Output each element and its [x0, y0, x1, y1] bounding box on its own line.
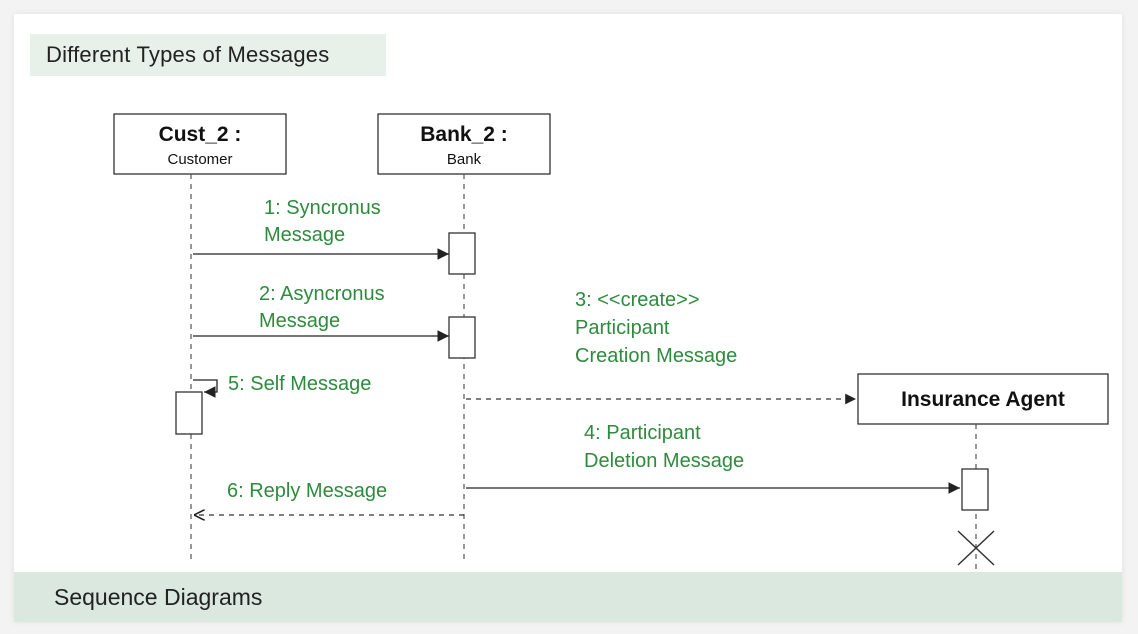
participant-agent-name: Insurance Agent — [901, 388, 1065, 411]
activation-agent — [961, 468, 989, 511]
message-4-label-line2: Deletion Message — [584, 450, 744, 472]
diagram-title-bar: Different Types of Messages — [30, 34, 386, 76]
sequence-diagram: Cust_2 : Customer Bank_2 : Bank Insuranc… — [113, 113, 1109, 572]
activation-customer-self — [175, 391, 203, 435]
message-4-label-line1: 4: Participant — [584, 422, 701, 444]
footer-bar: Sequence Diagrams — [14, 572, 1122, 622]
participant-customer: Cust_2 : Customer — [113, 113, 287, 175]
participant-bank: Bank_2 : Bank — [377, 113, 551, 175]
participant-customer-type: Customer — [167, 151, 232, 168]
participant-bank-name: Bank_2 : — [420, 123, 508, 146]
message-2-label-line1: 2: Asyncronus — [259, 283, 385, 305]
message-3-label-line1: 3: <<create>> — [575, 289, 700, 311]
message-6-label: 6: Reply Message — [227, 480, 387, 502]
diagram-title: Different Types of Messages — [46, 42, 330, 67]
activation-bank-2 — [448, 316, 476, 359]
message-3-label-line3: Creation Message — [575, 345, 737, 367]
message-5-arrow — [193, 379, 218, 398]
message-3-label-line2: Participant — [575, 317, 670, 339]
footer-title: Sequence Diagrams — [54, 583, 263, 610]
message-5-label: 5: Self Message — [228, 373, 371, 395]
activation-bank-1 — [448, 232, 476, 275]
message-1-label-line1: 1: Syncronus — [264, 197, 381, 219]
diagram-card: Different Types of Messages Cust_2 : Cus… — [14, 14, 1122, 622]
destruction-x-icon — [957, 530, 995, 566]
participant-customer-name: Cust_2 : — [159, 123, 242, 146]
message-1-label-line2: Message — [264, 224, 345, 246]
participant-bank-type: Bank — [447, 151, 482, 168]
participant-insurance-agent: Insurance Agent — [857, 373, 1109, 425]
message-2-label-line2: Message — [259, 310, 340, 332]
